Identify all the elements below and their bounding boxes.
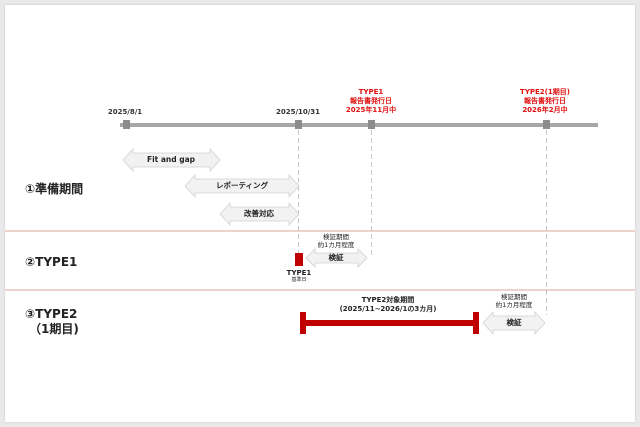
- type2-verify-period-line1: 検証期間: [500, 293, 527, 301]
- type1-base-date-title: TYPE1: [286, 269, 312, 277]
- base-date-label: 2025/10/31: [275, 108, 321, 116]
- type2-period-bar: [306, 320, 473, 326]
- improvement-label: 改善対応: [244, 209, 274, 218]
- type2-target-period-line2: (2025/11~2026/1の3カ月): [339, 305, 437, 314]
- fit-gap-label: Fit and gap: [146, 155, 196, 164]
- diagram-canvas: 2025/8/1 2025/10/31 TYPE1 報告書発行日 2025年11…: [5, 5, 635, 422]
- type2-period-end-cap: [473, 312, 479, 334]
- type2-verify-arrow: [482, 310, 546, 336]
- type2-verify-period-line2: 約1カ月程度: [495, 301, 533, 310]
- type2-target-period-label: TYPE2対象期間 (2025/11~2026/1の3カ月): [340, 296, 437, 314]
- type1-verify-arrow: [305, 248, 368, 268]
- type1-report-line1: TYPE1: [358, 88, 384, 96]
- type1-base-date-marker: [295, 253, 303, 266]
- section-label-type2: ③TYPE2 （1期目): [25, 307, 79, 337]
- type1-report-milestone: TYPE1 報告書発行日 2025年11月中: [346, 88, 396, 115]
- type1-verify-period-note: 検証期間 約1カ月程度: [318, 233, 355, 250]
- type2-report-line2: 報告書発行日: [524, 97, 566, 106]
- start-date-label: 2025/8/1: [107, 108, 143, 116]
- reporting-arrow: [184, 173, 300, 199]
- section-label-type1: ②TYPE1: [25, 255, 78, 269]
- type2-period-start-cap: [300, 312, 306, 334]
- fit-gap-arrow: [122, 147, 221, 173]
- type1-verify-period-line2: 約1カ月程度: [317, 241, 355, 250]
- type2-report-line1: TYPE2(1期目): [520, 88, 570, 96]
- timeline-marker-type2: [543, 120, 550, 129]
- type2-verify-label: 検証: [506, 318, 522, 327]
- section-label-type2-line1: ③TYPE2: [25, 307, 78, 321]
- timeline-marker-base: [295, 120, 302, 129]
- type2-verify-period-note: 検証期間 約1カ月程度: [496, 293, 533, 310]
- type1-report-line3: 2025年11月中: [345, 106, 397, 115]
- timeline-bar: [120, 123, 598, 127]
- type1-verify-label: 検証: [328, 253, 344, 262]
- section-label-type2-line2: （1期目): [29, 322, 79, 336]
- type1-report-line2: 報告書発行日: [349, 97, 392, 106]
- type2-report-milestone: TYPE2(1期目) 報告書発行日 2026年2月中: [520, 88, 570, 115]
- type2-report-line3: 2026年2月中: [522, 106, 568, 115]
- timeline-marker-type1: [368, 120, 375, 129]
- timeline-marker-start: [123, 120, 130, 129]
- type2-target-period-line1: TYPE2対象期間: [361, 296, 415, 304]
- section-label-prep: ①準備期間: [25, 182, 84, 196]
- diagram-graphics: [5, 120, 635, 336]
- type1-base-date-sub: 基準日: [291, 277, 307, 283]
- type1-verify-period-line1: 検証期間: [322, 233, 349, 241]
- reporting-label: レポーティング: [215, 181, 269, 190]
- improvement-arrow: [219, 201, 300, 227]
